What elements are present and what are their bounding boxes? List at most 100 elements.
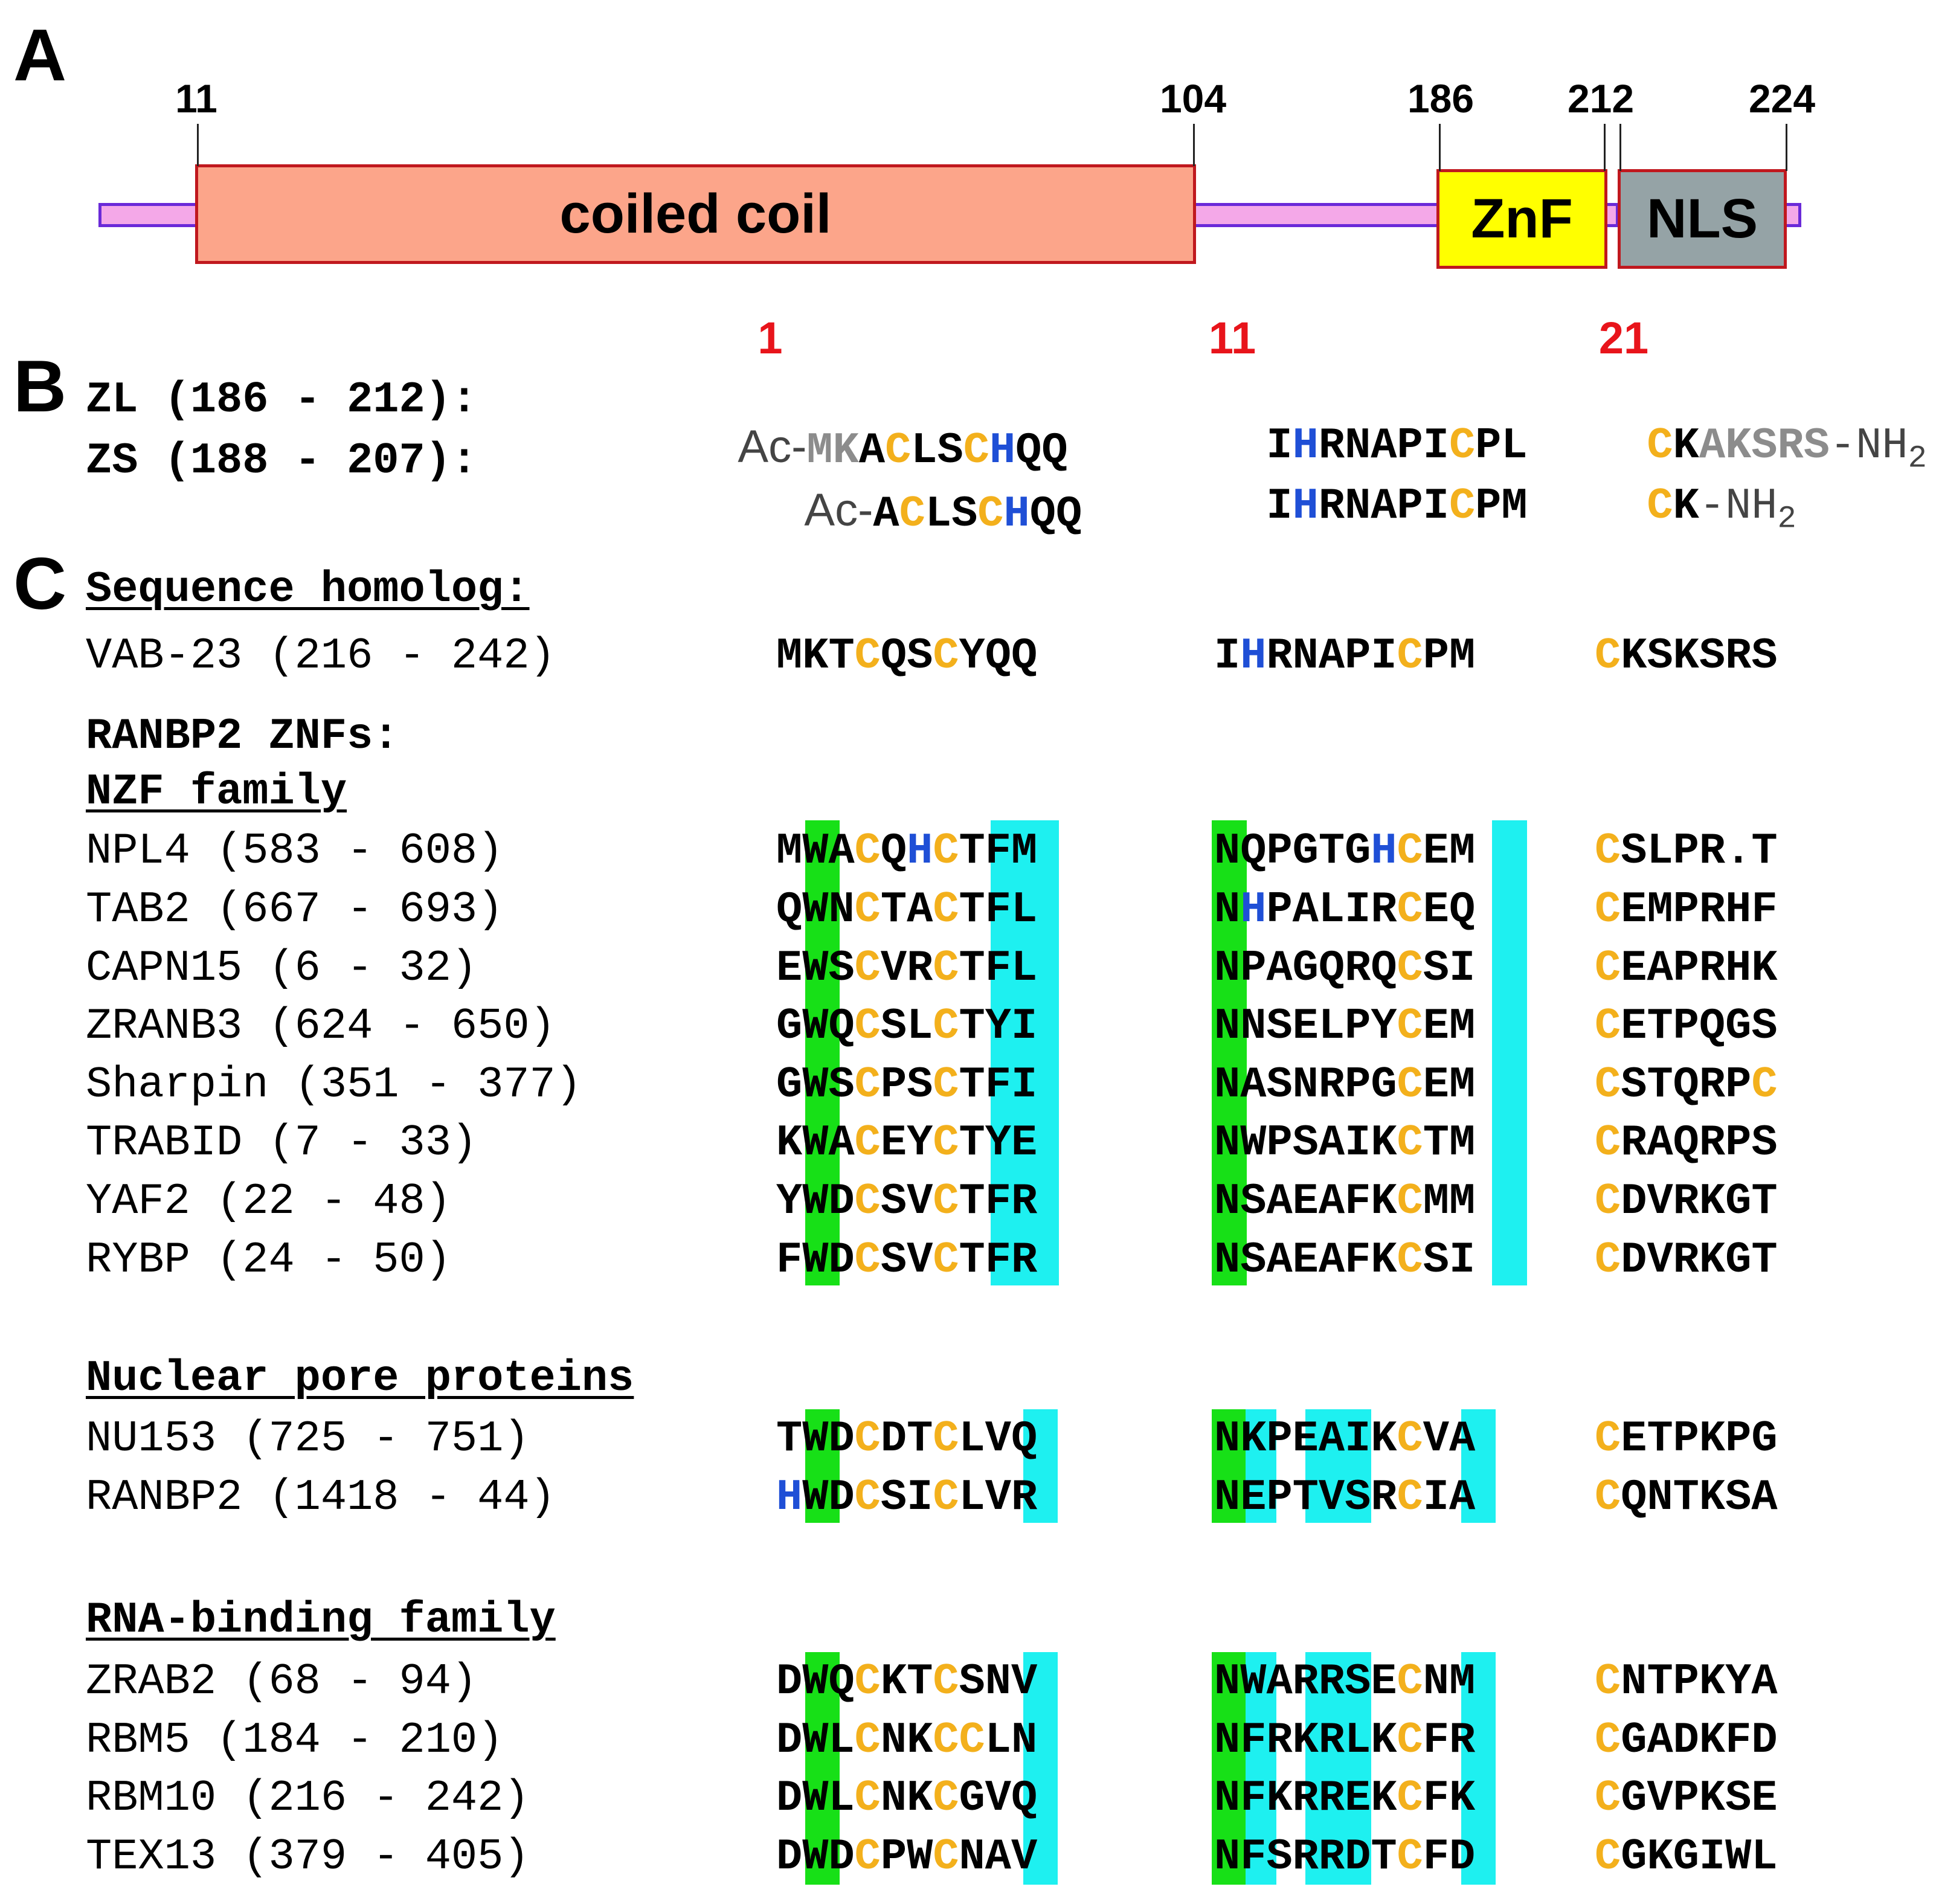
- alignment-segment: MKTCQSCYQQ: [776, 634, 1037, 678]
- residue: K: [1699, 1235, 1726, 1285]
- residue: N: [1292, 631, 1319, 681]
- residue: P: [1266, 1473, 1293, 1522]
- residue: E: [1621, 944, 1647, 993]
- residue: A: [1318, 631, 1345, 681]
- sequence-residues: NWARRSECNM: [1214, 1657, 1475, 1706]
- residue: T: [959, 1235, 985, 1285]
- residue: T: [959, 1060, 985, 1110]
- sequence-residues: QWNCTACTFL: [776, 885, 1037, 934]
- residue: E: [1240, 1473, 1267, 1522]
- sequence-residues: YWDCSVCTFR: [776, 1177, 1037, 1226]
- position-label: 212: [1567, 76, 1635, 121]
- residue: V: [907, 1177, 933, 1226]
- residue: P: [1345, 1060, 1371, 1110]
- zl-seq-1: Ac-MKACLSCHQQ: [686, 381, 1067, 475]
- tick-104: [1193, 124, 1195, 166]
- alignment-segment: GWQCSLCTYI: [776, 1005, 1037, 1048]
- residue: C: [1397, 1002, 1423, 1051]
- residue: F: [1423, 1774, 1449, 1823]
- residue: G: [959, 1774, 985, 1823]
- residue: I: [1214, 631, 1241, 681]
- residue: G: [1725, 1235, 1752, 1285]
- alignment-segment: NHPALIRCEQ: [1214, 888, 1475, 931]
- position-label: 104: [1159, 76, 1227, 121]
- residue: S: [1345, 1473, 1371, 1522]
- residue: R: [1699, 885, 1726, 934]
- residue: E: [1751, 1774, 1778, 1823]
- residue: Q: [880, 631, 907, 681]
- residue: E: [1292, 1002, 1319, 1051]
- residue: S: [828, 1060, 855, 1110]
- residue: D: [828, 1235, 855, 1285]
- residue: F: [776, 1235, 803, 1285]
- znf-domain: ZnF: [1436, 169, 1607, 269]
- sequence-residues: DWDCPWCNAV: [776, 1832, 1037, 1882]
- residue: R: [1699, 1060, 1726, 1110]
- residue: F: [985, 1177, 1011, 1226]
- residue: C: [1397, 1414, 1423, 1464]
- residue: C: [1397, 1657, 1423, 1706]
- residue: P: [1725, 1414, 1752, 1464]
- residue: R: [1449, 1716, 1476, 1765]
- alignment-segment: DWQCKTCSNV: [776, 1660, 1037, 1703]
- residue: C: [1397, 1473, 1423, 1522]
- residue: R: [1292, 1832, 1319, 1882]
- residue: V: [985, 1414, 1011, 1464]
- residue: M: [1449, 631, 1476, 681]
- residue: C: [899, 489, 925, 539]
- residue: G: [1292, 826, 1319, 876]
- sequence-residues: CKSKSRS: [1595, 631, 1778, 681]
- residue: M: [1449, 1002, 1476, 1051]
- residue: A: [873, 489, 899, 539]
- residue: P: [1266, 885, 1293, 934]
- residue: V: [1318, 1473, 1345, 1522]
- residue: A: [1318, 1414, 1345, 1464]
- residue: R: [1318, 1716, 1345, 1765]
- residue: M: [1011, 826, 1038, 876]
- residue: F: [1423, 1832, 1449, 1882]
- sequence-residues: DWQCKTCSNV: [776, 1657, 1037, 1706]
- residue: C: [933, 944, 959, 993]
- alignment-segment: CNTPKYA: [1595, 1660, 1778, 1703]
- residue: A: [1266, 1177, 1293, 1226]
- residue: S: [1345, 1657, 1371, 1706]
- residue: S: [1803, 421, 1830, 471]
- alignment-segment: QWNCTACTFL: [776, 888, 1037, 931]
- alignment-segment: CQNTKSA: [1595, 1476, 1778, 1519]
- residue: P: [1266, 826, 1293, 876]
- residue: E: [1011, 1118, 1038, 1168]
- sequence-residues: TWDCDTCLVQ: [776, 1414, 1037, 1464]
- residue: K: [1371, 1774, 1397, 1823]
- residue: N: [1345, 421, 1371, 471]
- sequence-residues: CGVPKSE: [1595, 1774, 1778, 1823]
- residue: A: [1266, 944, 1293, 993]
- residue: Y: [776, 1177, 803, 1226]
- residue: D: [1621, 1177, 1647, 1226]
- residue: R: [1725, 631, 1752, 681]
- acetyl-prefix: Ac-: [804, 484, 873, 536]
- sequence-label: NPL4 (583 - 608): [86, 826, 504, 876]
- residue: A: [858, 426, 886, 475]
- coiled-coil-domain: coiled coil: [195, 164, 1196, 264]
- residue: S: [828, 944, 855, 993]
- residue: I: [1345, 1414, 1371, 1464]
- residue: K: [802, 631, 829, 681]
- residue: K: [1699, 1774, 1726, 1823]
- residue: C: [933, 1060, 959, 1110]
- similar-highlight: [1492, 820, 1527, 1285]
- residue: L: [1318, 1002, 1345, 1051]
- sequence-residues: NKPEAIKCVA: [1214, 1414, 1475, 1464]
- residue: L: [828, 1774, 855, 1823]
- residue: H: [1240, 885, 1267, 934]
- residue: K: [1699, 1177, 1726, 1226]
- residue: F: [1240, 1832, 1267, 1882]
- header-rna-binding: RNA-binding family: [86, 1595, 556, 1645]
- residue: F: [1345, 1235, 1371, 1285]
- sequence-residues: IHRNAPICPL: [1266, 421, 1527, 471]
- panel-a-letter: A: [13, 14, 67, 96]
- alignment-segment: NEPTVSRCIA: [1214, 1476, 1475, 1519]
- residue: M: [1423, 1177, 1449, 1226]
- sequence-residues: CKAKSRS: [1647, 421, 1830, 471]
- residue: I: [1011, 1060, 1038, 1110]
- position-label: 224: [1748, 76, 1816, 121]
